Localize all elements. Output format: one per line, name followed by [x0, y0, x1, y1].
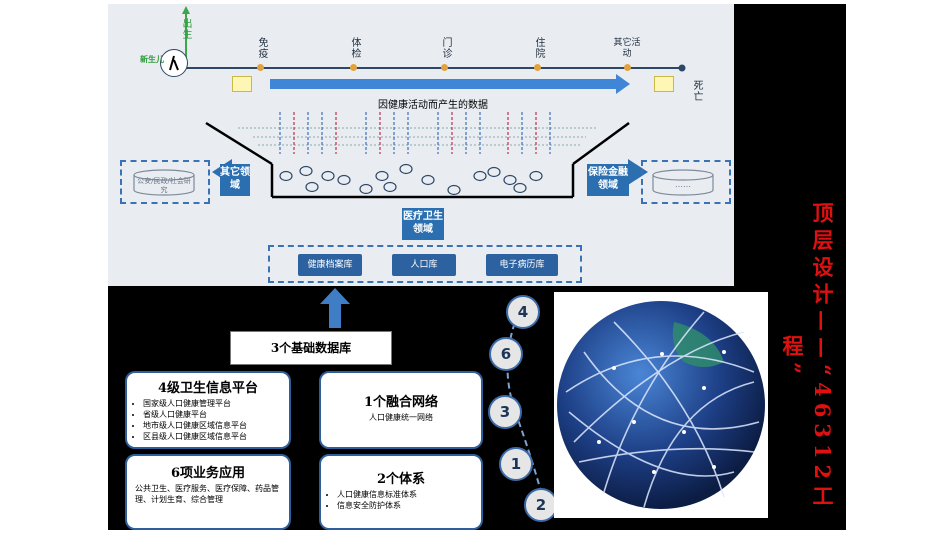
- side-title: 顶层设计——“46312工程”: [780, 202, 835, 513]
- number-circle-3: 3: [488, 395, 522, 429]
- death-label: 死亡: [691, 80, 702, 102]
- systems-item: 信息安全防护体系: [337, 500, 481, 511]
- stage-dot-2: [350, 64, 357, 71]
- apps-sub: 公共卫生、医疗服务、医疗保障、药品管理、计划生育、综合管理: [135, 484, 279, 504]
- stage-dot-3: [441, 64, 448, 71]
- up-arrow-icon: [320, 288, 350, 328]
- slide: 出生 死亡 新生儿 免疫 体检 门诊 住院 其它活动 因健康活动而产生的数据 公…: [108, 4, 846, 530]
- data-flow-label: 因健康活动而产生的数据: [378, 100, 488, 111]
- apps-title: 6项业务应用: [170, 466, 246, 481]
- apps-box: 6项业务应用 公共卫生、医疗服务、医疗保障、药品管理、计划生育、综合管理: [125, 454, 291, 530]
- platform-item: 省级人口健康平台: [143, 409, 289, 420]
- network-box: 1个融合网络 人口健康统一网络: [319, 371, 483, 449]
- right-domain-store: ……: [675, 180, 691, 189]
- systems-box: 2个体系 人口健康信息标准体系 信息安全防护体系: [319, 454, 483, 530]
- base-db-box: 3个基础数据库: [230, 331, 392, 365]
- number-circle-2: 2: [524, 488, 558, 522]
- database-frame: [268, 245, 582, 283]
- platform-item: 区县级人口健康区域信息平台: [143, 431, 289, 442]
- platform-item: 国家级人口健康管理平台: [143, 398, 289, 409]
- stage-label-2: 体检: [349, 37, 360, 59]
- systems-item: 人口健康信息标准体系: [337, 489, 481, 500]
- database-health-records: 健康档案库: [298, 254, 362, 276]
- right-domain-label: 保险金融领域: [587, 164, 629, 196]
- card-icon-right: [654, 76, 674, 92]
- platform-item: 地市级人口健康区域信息平台: [143, 420, 289, 431]
- number-circle-4: 4: [506, 295, 540, 329]
- systems-title: 2个体系: [376, 472, 426, 487]
- stage-dot-5: [624, 64, 631, 71]
- left-domain-frame: [120, 160, 210, 204]
- number-circle-6: 6: [489, 337, 523, 371]
- stage-label-1: 免疫: [256, 37, 267, 59]
- birth-label: 出生: [180, 18, 191, 40]
- card-icon-left: [232, 76, 252, 92]
- person-label: 新生儿: [140, 55, 164, 64]
- stage-label-4: 住院: [533, 37, 544, 59]
- database-emr: 电子病历库: [486, 254, 558, 276]
- platform-box: 4级卫生信息平台 国家级人口健康管理平台 省级人口健康平台 地市级人口健康区域信…: [125, 371, 291, 449]
- left-domain-label: 其它领域: [220, 164, 250, 196]
- platform-title: 4级卫生信息平台: [157, 381, 259, 396]
- health-data-diagram: 出生 死亡 新生儿 免疫 体检 门诊 住院 其它活动 因健康活动而产生的数据 公…: [108, 4, 734, 286]
- center-domain-label: 医疗卫生领域: [402, 208, 444, 240]
- left-domain-store: 公安/民政/社会研究: [137, 177, 191, 194]
- right-domain-frame: [641, 160, 731, 204]
- person-icon: [160, 49, 188, 77]
- stage-label-5: 其它活动: [613, 38, 641, 59]
- network-title: 1个融合网络: [363, 395, 439, 410]
- network-sub: 人口健康统一网络: [369, 413, 433, 422]
- stage-dot-4: [534, 64, 541, 71]
- database-population: 人口库: [392, 254, 456, 276]
- diagram-lines: [133, 6, 714, 199]
- number-circle-1: 1: [499, 447, 533, 481]
- globe-image: [554, 292, 768, 518]
- stage-label-3: 门诊: [440, 37, 451, 59]
- stage-dot-1: [257, 64, 264, 71]
